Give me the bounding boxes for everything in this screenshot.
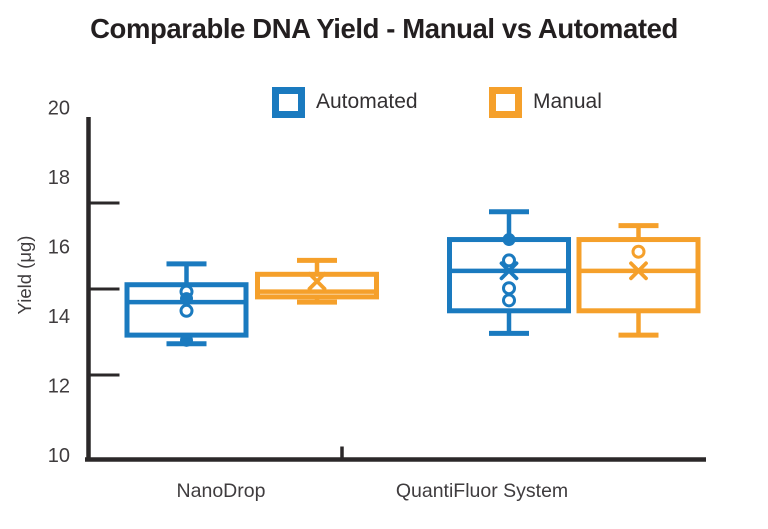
x-category-label: QuantiFluor System: [396, 480, 568, 502]
legend-item-manual: Manual: [489, 86, 602, 118]
y-tick-label: 14: [48, 306, 70, 328]
x-category-label: NanoDrop: [177, 480, 266, 502]
data-point-open-automated-quantifluor-system: [502, 281, 516, 296]
mean-x-marker-manual-quantifluor-system: [629, 261, 648, 281]
data-point-open-automated-quantifluor-system: [502, 253, 516, 268]
data-point-filled-automated-nanodrop: [180, 333, 193, 347]
mean-x-marker-automated-quantifluor-system: [499, 261, 519, 281]
data-point-open-automated-quantifluor-system: [502, 293, 516, 308]
mean-x-marker-manual-nanodrop: [307, 271, 327, 291]
chart-title: Comparable DNA Yield - Manual vs Automat…: [90, 13, 678, 44]
legend-label-automated: Automated: [316, 90, 418, 113]
mean-dot-marker-automated-nanodrop: [180, 292, 193, 306]
data-point-open-manual-quantifluor-system: [631, 244, 646, 259]
legend-swatch-automated-icon: [272, 86, 305, 118]
y-tick-label: 20: [48, 98, 70, 120]
y-tick-label: 16: [48, 237, 70, 259]
legend-item-automated: Automated: [272, 86, 418, 118]
data-point-open-automated-nanodrop: [179, 303, 194, 318]
legend-label-manual: Manual: [533, 90, 602, 113]
legend-swatch-manual-icon: [489, 86, 522, 118]
y-tick-label: 18: [48, 167, 70, 189]
y-tick-label: 12: [48, 376, 70, 398]
y-tick-label: 10: [48, 445, 70, 467]
data-point-filled-automated-quantifluor-system: [502, 233, 516, 247]
